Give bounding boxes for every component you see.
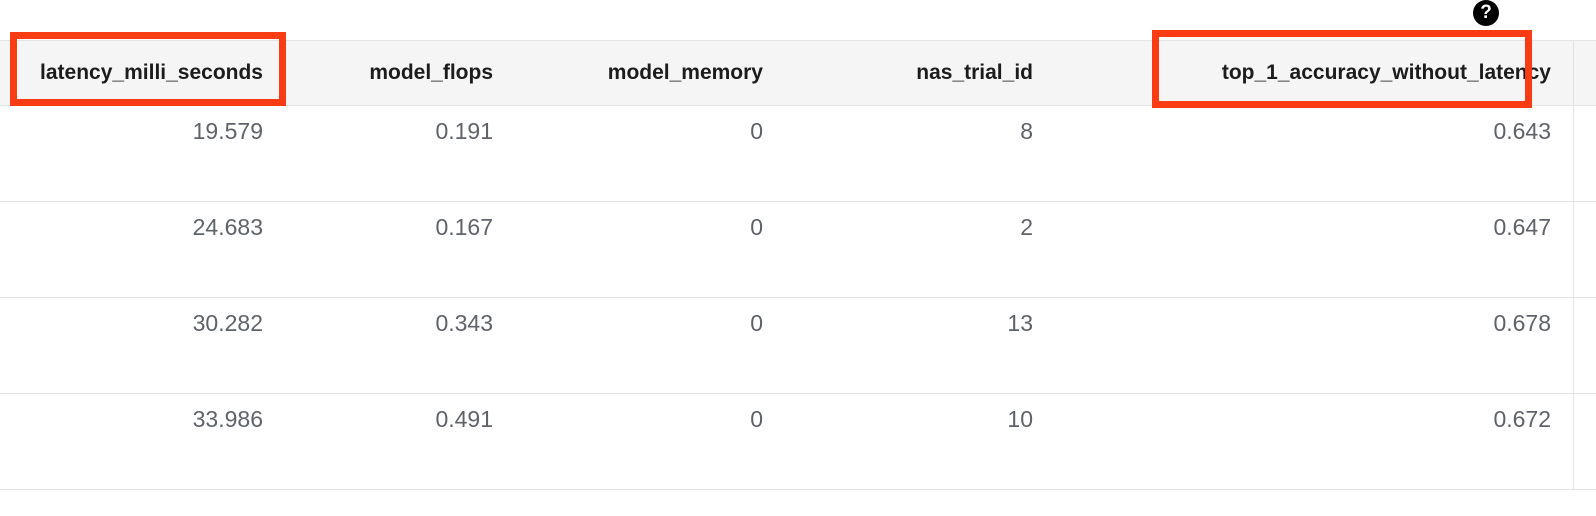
cell-overflow (1573, 394, 1596, 489)
cell-top-1-accuracy-without-latency: 0.647 (1493, 214, 1551, 240)
cell-overflow (1573, 106, 1596, 201)
cell-model-memory: 0 (750, 406, 763, 432)
column-header-nas-trial-id[interactable]: nas_trial_id (916, 61, 1033, 84)
cell-latency-milli-seconds: 30.282 (192, 310, 263, 336)
column-header-overflow[interactable] (1573, 41, 1596, 105)
cell-nas-trial-id: 10 (1007, 406, 1033, 432)
cell-nas-trial-id: 13 (1007, 310, 1033, 336)
table-header-row: latency_milli_seconds model_flops model_… (0, 40, 1596, 106)
cell-model-flops: 0.167 (435, 214, 493, 240)
cell-model-flops: 0.491 (435, 406, 493, 432)
cell-latency-milli-seconds: 19.579 (192, 118, 263, 144)
cell-top-1-accuracy-without-latency: 0.643 (1493, 118, 1551, 144)
column-header-latency-milli-seconds[interactable]: latency_milli_seconds (40, 61, 263, 84)
cell-model-memory: 0 (750, 310, 763, 336)
table-row[interactable]: 24.683 0.167 0 2 0.647 (0, 202, 1596, 298)
cell-overflow (1573, 298, 1596, 393)
cell-model-flops: 0.343 (435, 310, 493, 336)
table-row[interactable]: 30.282 0.343 0 13 0.678 (0, 298, 1596, 394)
cell-nas-trial-id: 8 (1020, 118, 1033, 144)
cell-latency-milli-seconds: 24.683 (192, 214, 263, 240)
cell-top-1-accuracy-without-latency: 0.678 (1493, 310, 1551, 336)
toolbar-strip: ? (0, 0, 1596, 40)
results-table: latency_milli_seconds model_flops model_… (0, 40, 1596, 490)
cell-top-1-accuracy-without-latency: 0.672 (1493, 406, 1551, 432)
cell-model-flops: 0.191 (435, 118, 493, 144)
cell-nas-trial-id: 2 (1020, 214, 1033, 240)
column-header-model-memory[interactable]: model_memory (607, 61, 763, 84)
table-row[interactable]: 33.986 0.491 0 10 0.672 (0, 394, 1596, 490)
cell-overflow (1573, 202, 1596, 297)
column-header-top-1-accuracy-without-latency[interactable]: top_1_accuracy_without_latency (1221, 61, 1551, 84)
table-row[interactable]: 19.579 0.191 0 8 0.643 (0, 106, 1596, 202)
column-header-model-flops[interactable]: model_flops (369, 61, 493, 84)
cell-latency-milli-seconds: 33.986 (192, 406, 263, 432)
cell-model-memory: 0 (750, 118, 763, 144)
cell-model-memory: 0 (750, 214, 763, 240)
help-icon[interactable]: ? (1473, 0, 1499, 26)
